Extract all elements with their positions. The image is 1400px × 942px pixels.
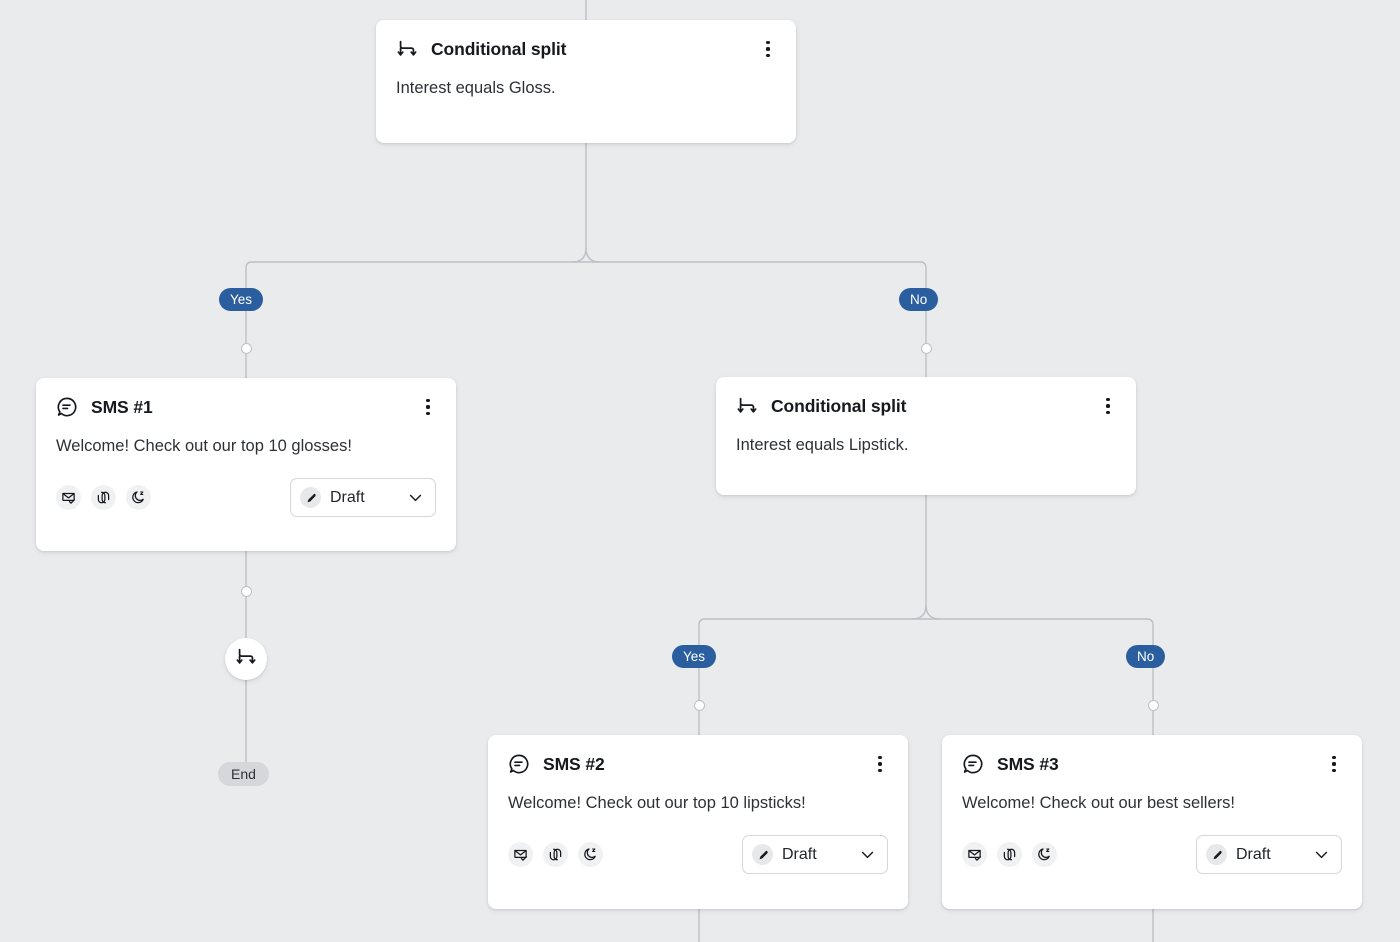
card-footer: Draft	[56, 478, 436, 517]
quiet-hours-moon-icon[interactable]	[578, 842, 603, 867]
smart-sending-icon[interactable]	[543, 842, 568, 867]
node-title: SMS #3	[997, 754, 1059, 774]
end-node-badge[interactable]: End	[218, 762, 269, 786]
card-header: Conditional split	[396, 38, 776, 60]
node-message-text: Welcome! Check out our top 10 glosses!	[56, 437, 352, 455]
email-check-icon[interactable]	[962, 842, 987, 867]
node-badge-icons	[508, 842, 603, 867]
node-conditional-split-lipstick[interactable]: Conditional split Interest equals Lipsti…	[716, 377, 1136, 495]
node-description: Interest equals Lipstick.	[736, 436, 909, 454]
card-header: Conditional split	[736, 395, 1116, 417]
status-label: Draft	[782, 845, 817, 863]
node-title: SMS #2	[543, 754, 605, 774]
node-sms-3[interactable]: SMS #3 Welcome! Check out our best selle…	[942, 735, 1362, 909]
pencil-draft-icon	[300, 487, 321, 508]
conditional-split-icon	[736, 395, 758, 417]
chevron-down-icon	[1313, 846, 1330, 863]
node-title: Conditional split	[431, 39, 567, 59]
node-conditional-split-gloss[interactable]: Conditional split Interest equals Gloss.	[376, 20, 796, 143]
status-select-sms-2[interactable]: Draft	[742, 835, 888, 874]
node-title: Conditional split	[771, 396, 907, 416]
node-sms-2[interactable]: SMS #2 Welcome! Check out our top 10 lip…	[488, 735, 908, 909]
sms-bubble-icon	[962, 753, 984, 775]
connector-dot-no-split1[interactable]	[921, 343, 932, 354]
node-description: Interest equals Gloss.	[396, 79, 556, 97]
card-header: SMS #3	[962, 753, 1342, 775]
node-badge-icons	[56, 485, 151, 510]
branch-label-no-split1[interactable]: No	[899, 288, 939, 311]
kebab-menu-icon[interactable]	[1098, 396, 1118, 416]
conditional-split-icon	[235, 646, 257, 673]
node-sms-1[interactable]: SMS #1 Welcome! Check out our top 10 glo…	[36, 378, 456, 551]
card-header: SMS #1	[56, 396, 436, 418]
sms-bubble-icon	[56, 396, 78, 418]
kebab-menu-icon[interactable]	[758, 39, 778, 59]
status-select-sms-1[interactable]: Draft	[290, 478, 436, 517]
connector-dot-no-split2[interactable]	[1148, 700, 1159, 711]
node-message-text: Welcome! Check out our best sellers!	[962, 794, 1235, 812]
card-footer: Draft	[962, 835, 1342, 874]
email-check-icon[interactable]	[56, 485, 81, 510]
inline-conditional-split-node[interactable]	[225, 638, 267, 680]
card-footer: Draft	[508, 835, 888, 874]
email-check-icon[interactable]	[508, 842, 533, 867]
node-badge-icons	[962, 842, 1057, 867]
conditional-split-icon	[396, 38, 418, 60]
quiet-hours-moon-icon[interactable]	[1032, 842, 1057, 867]
pencil-draft-icon	[1206, 844, 1227, 865]
sms-bubble-icon	[508, 753, 530, 775]
connector-dot-yes-split2[interactable]	[694, 700, 705, 711]
kebab-menu-icon[interactable]	[1324, 754, 1344, 774]
quiet-hours-moon-icon[interactable]	[126, 485, 151, 510]
chevron-down-icon	[859, 846, 876, 863]
node-message-text: Welcome! Check out our top 10 lipsticks!	[508, 794, 806, 812]
branch-label-no-split2[interactable]: No	[1126, 645, 1166, 668]
smart-sending-icon[interactable]	[91, 485, 116, 510]
node-title: SMS #1	[91, 397, 153, 417]
kebab-menu-icon[interactable]	[870, 754, 890, 774]
status-label: Draft	[1236, 845, 1271, 863]
connector-dot-sms1-out[interactable]	[241, 586, 252, 597]
kebab-menu-icon[interactable]	[418, 397, 438, 417]
status-label: Draft	[330, 488, 365, 506]
status-select-sms-3[interactable]: Draft	[1196, 835, 1342, 874]
branch-label-yes-split2[interactable]: Yes	[672, 645, 717, 668]
card-header: SMS #2	[508, 753, 888, 775]
pencil-draft-icon	[752, 844, 773, 865]
chevron-down-icon	[407, 489, 424, 506]
smart-sending-icon[interactable]	[997, 842, 1022, 867]
connector-dot-yes-split1[interactable]	[241, 343, 252, 354]
branch-label-yes-split1[interactable]: Yes	[219, 288, 264, 311]
